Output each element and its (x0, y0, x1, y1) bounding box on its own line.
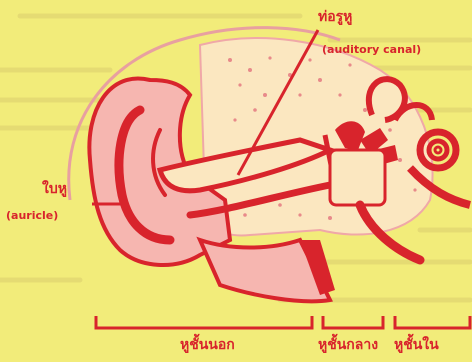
auricle-label-en: (auricle) (6, 210, 58, 221)
outer-ear-bracket (96, 316, 312, 328)
middle-ear-cavity (330, 150, 385, 205)
inner-ear-label: หูชั้นใน (394, 338, 439, 352)
inner-ear-bracket (395, 316, 470, 328)
auditory-canal-label-thai: ท่อรูหู (318, 10, 352, 24)
auricle-label-thai: ใบหู (42, 182, 67, 196)
auditory-canal-label-en: (auditory canal) (322, 44, 421, 55)
outer-ear-label: หูชั้นนอก (180, 338, 235, 352)
middle-ear-label: หูชั้นกลาง (318, 338, 378, 352)
middle-ear-bracket (323, 316, 383, 328)
